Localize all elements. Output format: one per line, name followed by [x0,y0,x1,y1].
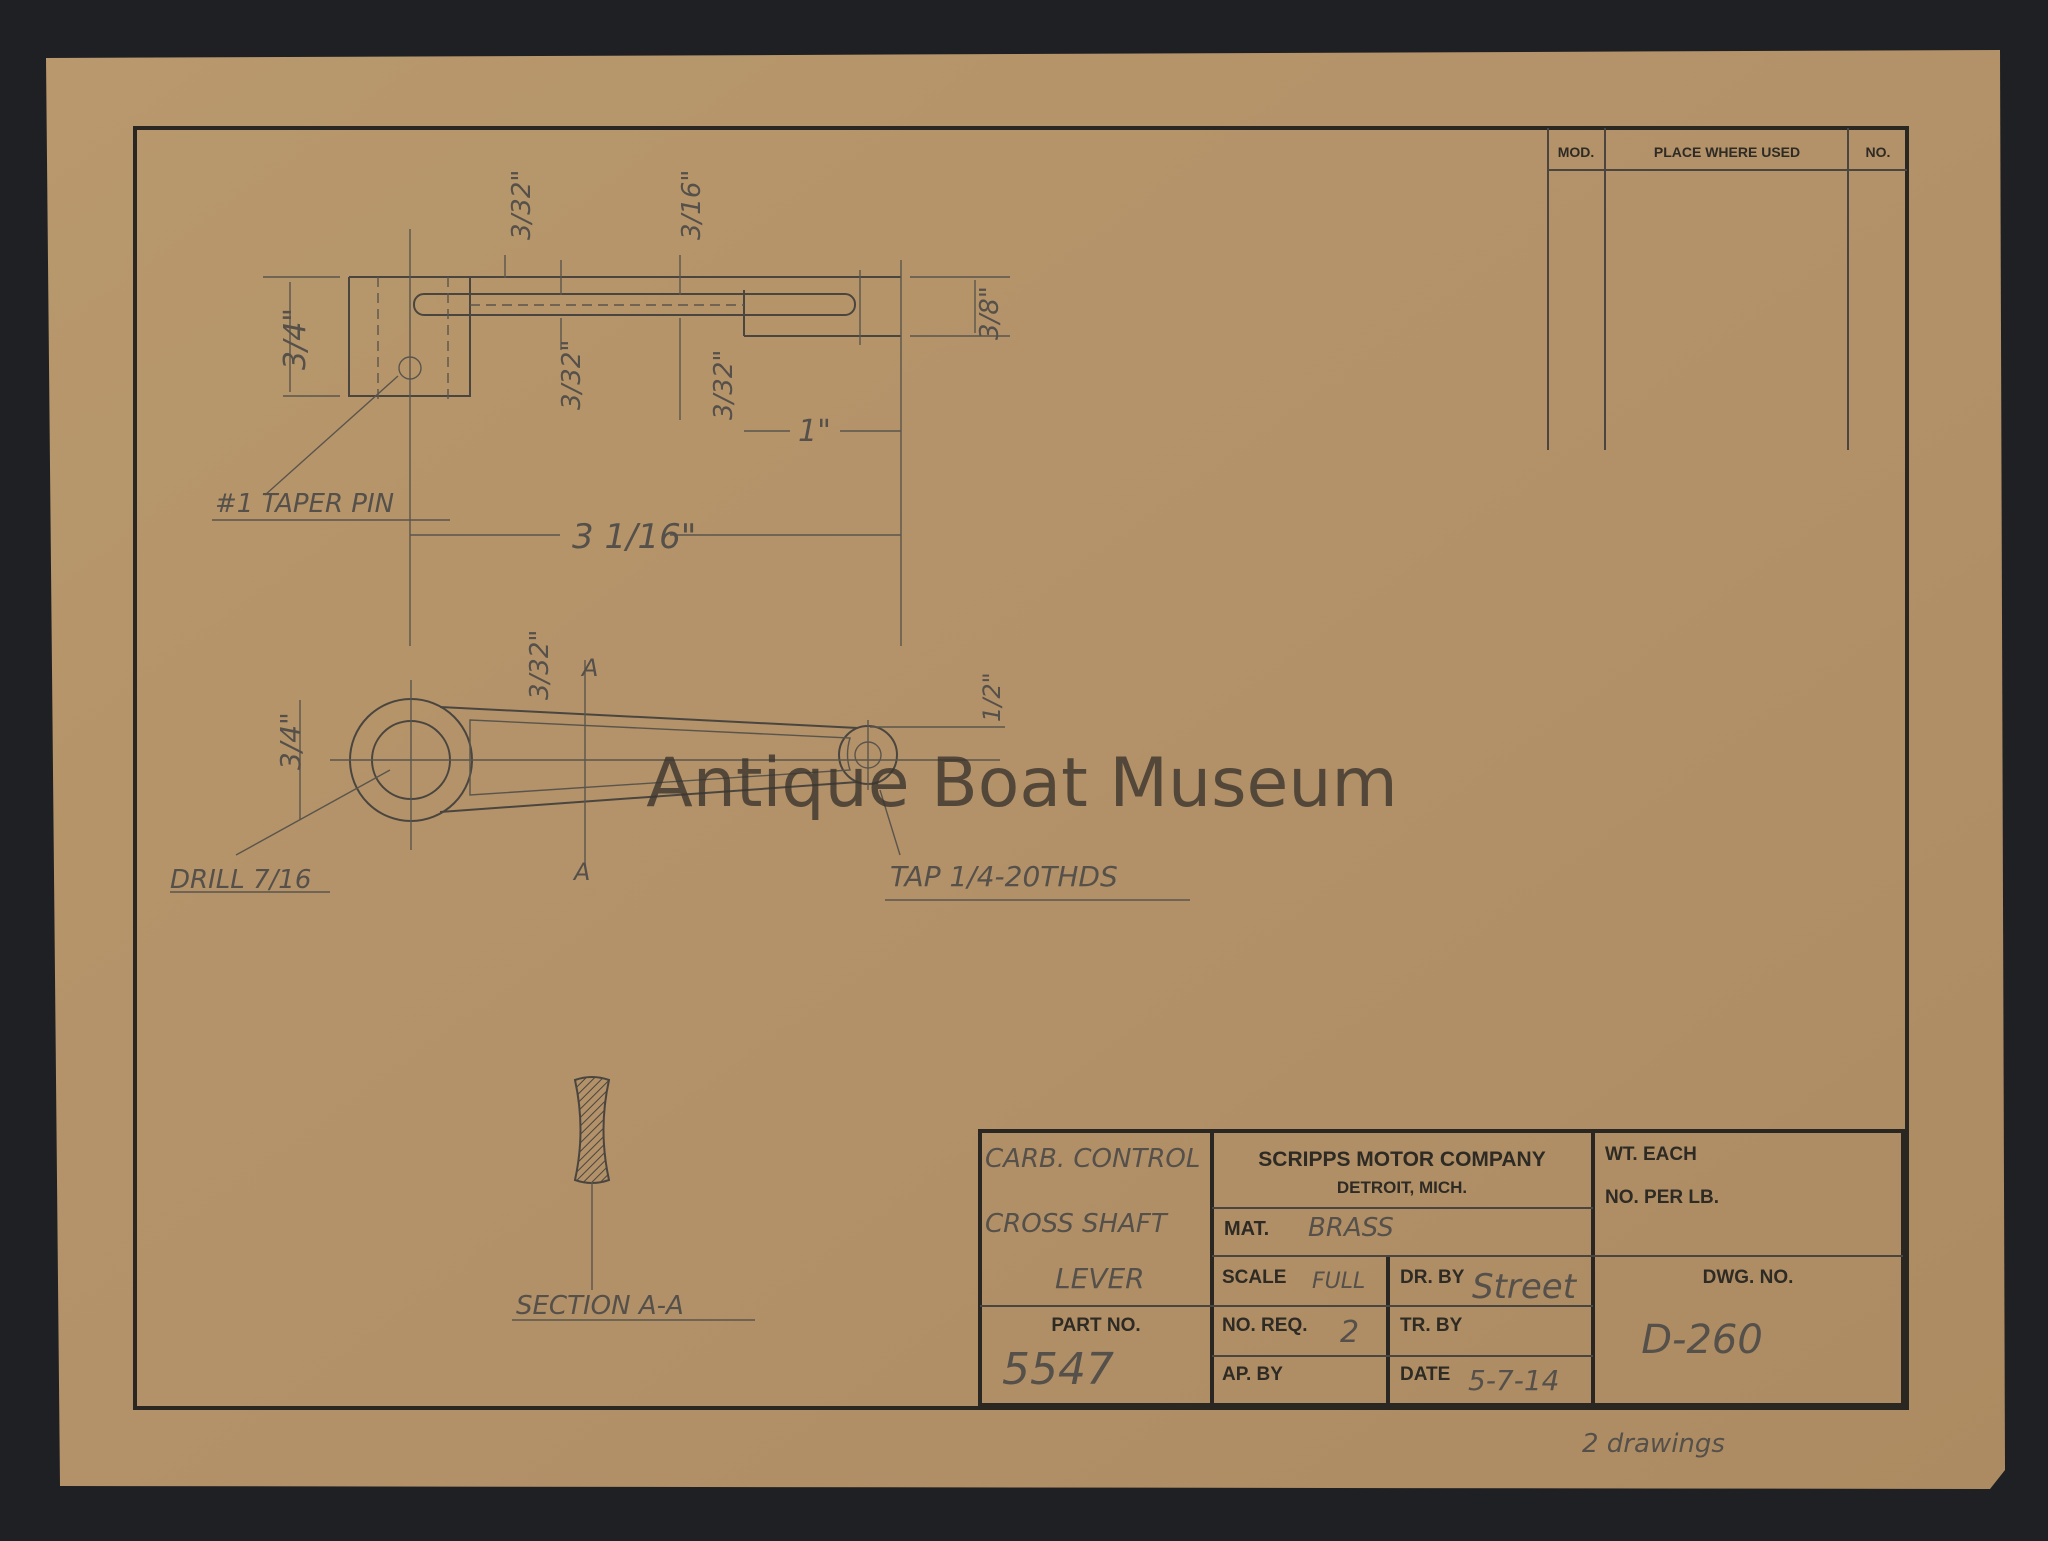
company-name: SCRIPPS MOTOR COMPANY [1258,1148,1545,1171]
company-city: DETROIT, MICH. [1337,1178,1467,1197]
revision-table: MOD. PLACE WHERE USED NO. [1547,128,1907,450]
date-value: 5-7-14 [1468,1364,1559,1397]
section-a-a: SECTION A-A [512,1076,755,1321]
watermark: Antique Boat Museum [646,744,1397,823]
drawing-border [133,126,1909,1410]
top-view: 3/32" 3/16" 3/4" 3/8" 3/32" 3/32" 1" 3 1… [212,170,1010,646]
date-label: DATE [1400,1364,1450,1385]
header-place-where-used: PLACE WHERE USED [1654,144,1800,160]
dr-by-label: DR. BY [1400,1267,1465,1288]
drill-note: DRILL 7/16 [170,865,311,895]
side-view: 3/32" 3/4" 1/2" A A DRILL 7/16 TAP 1/4-2… [170,630,1190,901]
part-no-value: 5547 [1002,1344,1114,1395]
dr-by-signature: Street [1472,1267,1578,1307]
no-req-label: NO. REQ. [1222,1315,1308,1336]
part-name-line-3: LEVER [1055,1262,1145,1295]
section-label: SECTION A-A [516,1291,684,1321]
dim-3-4-top: 3/4" [278,308,313,370]
tr-by-label: TR. BY [1400,1315,1463,1336]
dim-1-inch: 1" [798,414,831,449]
no-req-value: 2 [1340,1315,1359,1350]
taper-pin-note: #1 TAPER PIN [215,489,394,519]
margin-note: 2 drawings [1582,1429,1725,1459]
dim-3-16: 3/16" [677,170,707,240]
wt-each-label: WT. EACH [1605,1144,1697,1165]
section-mark-a-bottom: A [572,858,590,886]
dim-3-4-side: 3/4" [274,712,307,770]
tap-note: TAP 1/4-20THDS [890,860,1118,893]
header-mod: MOD. [1558,144,1595,160]
dim-3-1-16: 3 1/16" [572,517,696,557]
part-no-label: PART NO. [1051,1315,1140,1336]
dim-3-8: 3/8" [975,286,1005,340]
header-no: NO. [1866,144,1891,160]
dim-3-32-step: 3/32" [709,350,739,420]
dwg-no-label: DWG. NO. [1703,1267,1794,1288]
dim-3-32-arm: 3/32" [525,630,555,700]
scale-label: SCALE [1222,1267,1286,1288]
no-per-lb-label: NO. PER LB. [1605,1187,1719,1208]
scale-value: FULL [1312,1269,1365,1294]
section-mark-a-top: A [580,654,598,682]
mat-label: MAT. [1224,1218,1269,1240]
mat-value: BRASS [1308,1213,1394,1243]
dim-1-2: 1/2" [978,672,1006,722]
dim-3-32-bottom: 3/32" [557,340,587,410]
title-block: CARB. CONTROL CROSS SHAFT LEVER SCRIPPS … [978,1129,1905,1407]
ap-by-label: AP. BY [1222,1364,1283,1385]
part-name-line-1: CARB. CONTROL [985,1144,1200,1174]
dwg-no-value: D-260 [1641,1317,1763,1363]
dim-3-32-top: 3/32" [507,170,537,240]
part-name-line-2: CROSS SHAFT [985,1209,1169,1239]
